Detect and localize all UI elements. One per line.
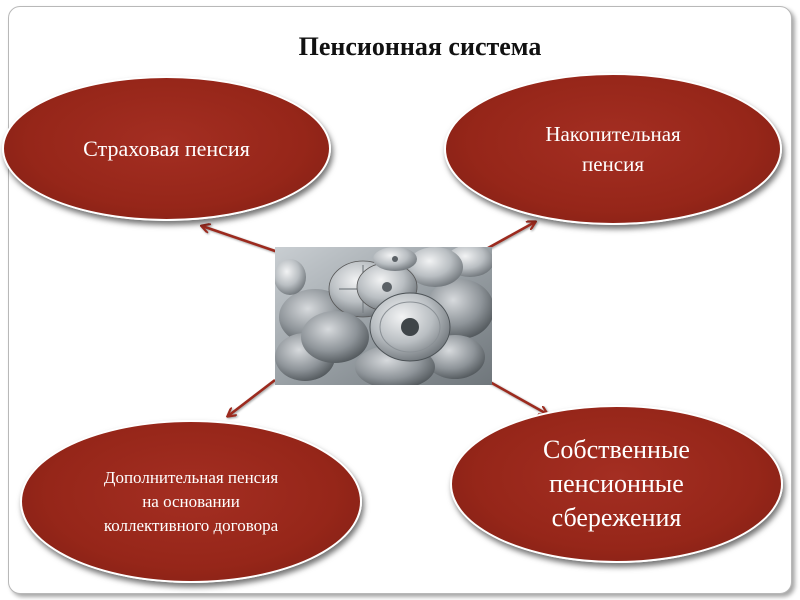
oval-insurance-pension: Страховая пенсия [2, 76, 331, 221]
oval-funded-pension-label: Накопительная пенсия [545, 122, 681, 176]
oval-funded-pension: Накопительная пенсия [444, 73, 782, 225]
oval-own-savings-label: Собственные пенсионные сбережения [543, 435, 690, 532]
slide-title: Пенсионная система [298, 32, 542, 61]
oval-additional-pension-label: Дополнительная пенсия на основании колле… [103, 467, 279, 535]
oval-additional-pension: Дополнительная пенсия на основании колле… [20, 420, 362, 583]
coins-photo [275, 247, 492, 385]
oval-insurance-pension-label: Страховая пенсия [83, 135, 250, 161]
oval-own-savings: Собственные пенсионные сбережения [450, 405, 783, 563]
